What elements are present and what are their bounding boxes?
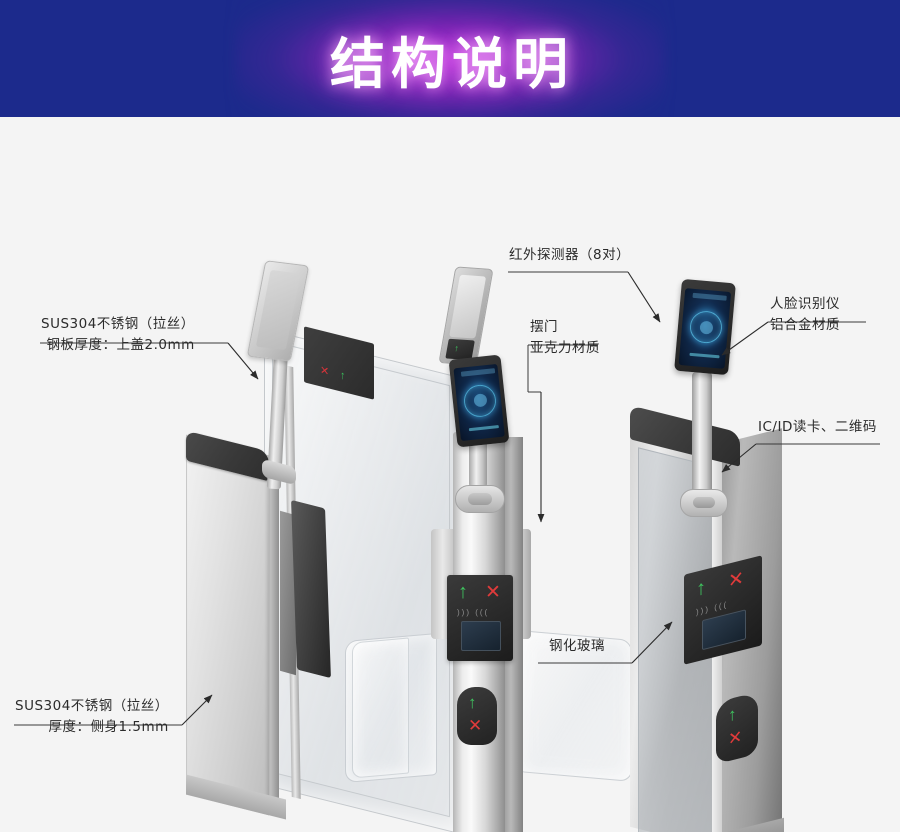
middle-indicator-stop-cross-icon: ✕	[468, 716, 483, 735]
turnstile-unit-middle: ↑ ↑ ✕ ))) ((( ↑ ✕	[425, 257, 585, 832]
annotation-line-1: 人脸识别仪	[770, 296, 840, 312]
middle-rfid-wave-icon: ))) (((	[457, 608, 490, 617]
left-pass-arrow-icon: ↑	[340, 369, 346, 383]
right-indicator-stop-cross-icon: ✕	[728, 726, 743, 750]
middle-terminal-screen	[453, 363, 505, 442]
annotation-side-panel-material: SUS304不锈钢（拉丝） 厚度：侧身1.5mm	[15, 696, 169, 738]
middle-screen-statusbar	[468, 425, 499, 432]
right-face-recognition-terminal	[674, 278, 736, 376]
annotation-line-2: 铝合金材质	[770, 316, 840, 333]
annotation-infrared-detector: 红外探测器（8对）	[509, 245, 630, 266]
middle-direction-indicator: ↑ ✕	[457, 687, 497, 745]
middle-qr-scanner-icon[interactable]	[461, 621, 501, 651]
annotation-top-cover-material: SUS304不锈钢（拉丝） 钢板厚度：上盖2.0mm	[41, 314, 195, 356]
annotation-line-2: 亚克力材质	[530, 339, 600, 356]
right-face-scan-icon	[688, 309, 724, 345]
face-scan-icon	[462, 382, 498, 419]
middle-top-pass-arrow-icon: ↑	[453, 343, 460, 354]
middle-body-side	[503, 437, 523, 832]
annotation-card-reader: IC/ID读卡、二维码	[758, 417, 877, 438]
title-glow	[235, 0, 665, 117]
middle-reader-panel[interactable]: ↑ ✕ ))) (((	[447, 575, 513, 661]
right-pass-arrow-icon: ↑	[696, 576, 706, 601]
middle-screen-topbar	[460, 368, 496, 377]
right-camera-pole	[692, 372, 712, 502]
page-title: 结构说明	[329, 31, 574, 96]
header-banner: 结构说明	[0, 0, 900, 117]
annotation-line-1: 摆门	[530, 319, 558, 335]
right-indicator-pass-arrow-icon: ↑	[728, 704, 737, 726]
middle-pole-collar	[455, 485, 505, 513]
left-terminal-screen	[255, 269, 301, 351]
annotation-line-1: IC/ID读卡、二维码	[758, 419, 877, 435]
annotation-line-1: SUS304不锈钢（拉丝）	[15, 698, 169, 714]
annotation-face-recognition: 人脸识别仪 铝合金材质	[770, 294, 840, 336]
middle-top-camera-housing: ↑	[438, 266, 494, 366]
diagram-scene: ↑ ✕ ↑	[0, 117, 900, 832]
right-terminal-screen	[678, 288, 732, 369]
middle-stop-cross-icon: ✕	[485, 582, 501, 603]
middle-indicator-pass-arrow-icon: ↑	[468, 693, 477, 712]
right-screen-topbar	[692, 292, 727, 301]
annotation-line-1: 红外探测器（8对）	[509, 247, 631, 263]
middle-face-recognition-terminal	[448, 354, 510, 448]
annotation-line-2: 钢板厚度：上盖2.0mm	[46, 336, 195, 353]
annotation-swing-door: 摆门 亚克力材质	[530, 317, 600, 359]
right-screen-statusbar	[689, 352, 720, 359]
annotation-tempered-glass: 钢化玻璃	[549, 636, 605, 657]
right-qr-scanner-icon[interactable]	[702, 609, 746, 651]
right-pole-collar	[680, 489, 728, 517]
annotation-line-1: SUS304不锈钢（拉丝）	[41, 316, 195, 332]
left-mechanism-housing	[291, 499, 331, 679]
turnstile-unit-right: ↑ ✕ ))) ((( ↑ ✕	[620, 267, 880, 832]
swing-door-wing-left-inner	[352, 637, 409, 779]
left-cabinet-side-panel	[186, 434, 269, 816]
middle-top-camera-face	[449, 274, 487, 339]
annotation-line-2: 厚度：侧身1.5mm	[48, 718, 169, 735]
left-stop-cross-icon: ✕	[320, 364, 330, 379]
middle-pass-arrow-icon: ↑	[458, 581, 468, 603]
annotation-line-1: 钢化玻璃	[549, 638, 605, 654]
right-stop-cross-icon: ✕	[728, 567, 744, 593]
